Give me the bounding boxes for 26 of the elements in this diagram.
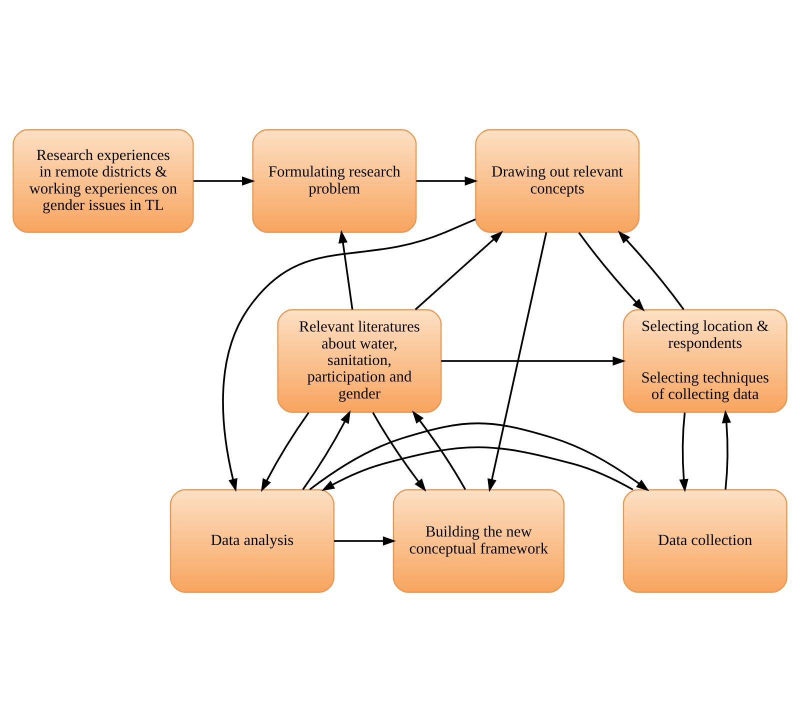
arrow (302, 410, 351, 490)
arrow (414, 230, 504, 310)
arrow (487, 232, 548, 492)
arrow (618, 230, 684, 310)
node-box: Data analysis (170, 489, 334, 593)
arrow (679, 412, 688, 492)
arrow (222, 218, 476, 492)
arrow (722, 410, 732, 490)
arrow (338, 230, 354, 310)
arrow (372, 412, 426, 492)
node-box: Drawing out relevant concepts (475, 129, 640, 233)
arrow (334, 536, 396, 546)
arrow (412, 410, 466, 490)
node-box: Building the new conceptual framework (392, 489, 564, 593)
arrow (578, 232, 645, 312)
node-box: Relevant literatures about water, sanitation, participation and gender (277, 309, 442, 413)
arrow (321, 446, 634, 491)
arrow (194, 176, 256, 186)
arrow (441, 356, 626, 366)
arrow (309, 422, 650, 492)
node-box: Formulating research problem (252, 129, 417, 233)
node-box: Selecting location & respondents Selecting techniques of collecting data (622, 309, 788, 413)
node-box: Data collection (622, 489, 788, 593)
arrow (416, 176, 478, 186)
arrow (260, 412, 310, 492)
node-box: Research experiences in remote districts & working experiences on gender issues in TL (12, 129, 194, 233)
